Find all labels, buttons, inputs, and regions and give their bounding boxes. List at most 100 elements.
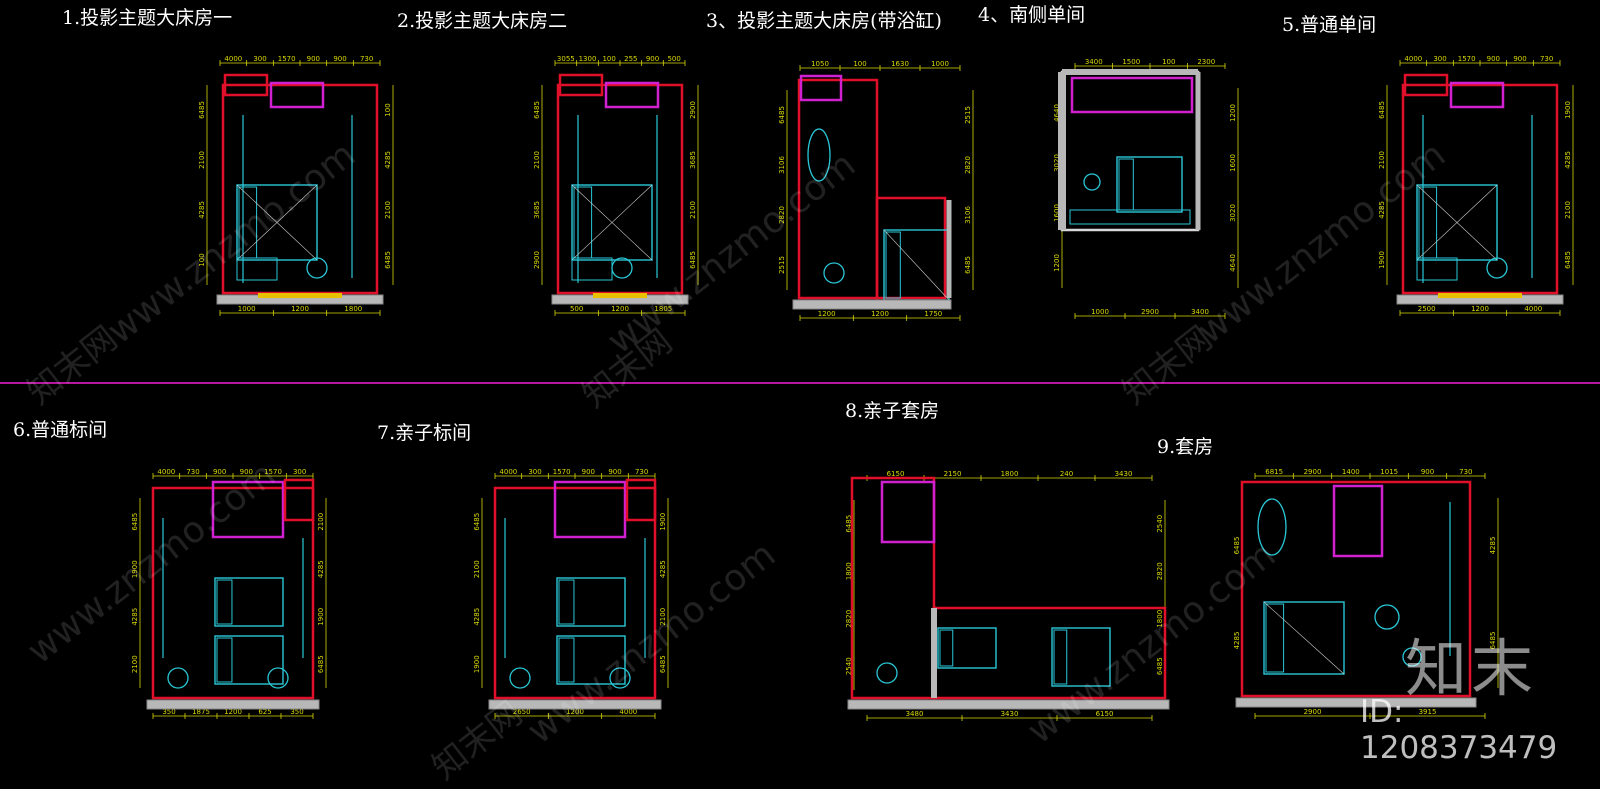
chair [611, 257, 633, 279]
dimension-label: 4000 [224, 55, 242, 63]
wall [625, 478, 657, 522]
dimension-label: 350 [290, 708, 303, 716]
pillow [885, 231, 901, 299]
pillow [558, 579, 575, 625]
plan-line [1263, 601, 1345, 675]
dimension-label: 6485 [384, 251, 392, 269]
dimension-label: 500 [570, 305, 583, 313]
dimension-label: 6485 [1564, 251, 1572, 269]
dimension-label: 2820 [778, 206, 786, 224]
dimension-label: 2100 [131, 655, 139, 673]
wall [553, 480, 627, 539]
dimension-label: 4640 [1229, 254, 1237, 272]
dimension-label: 6485 [1378, 101, 1386, 119]
wall [797, 78, 879, 300]
dimension-label: 3915 [1419, 708, 1437, 716]
dimension-label: 4000 [499, 468, 517, 476]
bed [937, 627, 997, 669]
dimension-label: 1200 [818, 310, 836, 318]
pillow [1118, 158, 1134, 211]
dimension-label: 1200 [566, 708, 584, 716]
title-room-9: 9.套房 [1157, 436, 1214, 458]
wardrobe [1069, 209, 1191, 225]
dimension-label: 3400 [1191, 308, 1209, 316]
dimension-label: 2100 [533, 151, 541, 169]
bed [556, 635, 626, 685]
dimension-label: 1500 [1122, 58, 1140, 66]
dimension-label: 4285 [317, 560, 325, 578]
dimension-label: 2150 [944, 470, 962, 478]
dimension-label: 3685 [689, 151, 697, 169]
dimension-label: 1200 [871, 310, 889, 318]
dimension-label: 2100 [689, 201, 697, 219]
dimension-label: 900 [307, 55, 320, 63]
dimension-label: 4000 [1404, 55, 1422, 63]
dimension-label: 1900 [1378, 251, 1386, 269]
dimension-label: 6485 [533, 101, 541, 119]
dimension-label: 500 [667, 55, 680, 63]
wall [151, 486, 315, 700]
dimension-label: 3106 [778, 156, 786, 174]
wall [875, 196, 947, 300]
dimension-label: 2100 [473, 560, 481, 578]
wall [283, 478, 315, 522]
dimension-label: 900 [646, 55, 659, 63]
dimension-label: 2820 [845, 610, 853, 628]
dimension-label: 900 [213, 468, 226, 476]
chair [876, 662, 898, 684]
dimension-label: 1570 [278, 55, 296, 63]
wall [1070, 76, 1194, 114]
dimension-label: 1200 [1053, 254, 1061, 272]
dimension-label: 1900 [317, 608, 325, 626]
title-room-4: 4、南侧单间 [978, 4, 1086, 26]
dimension-label: 4285 [659, 560, 667, 578]
window-sill [488, 699, 662, 710]
dimension-label: 2540 [845, 657, 853, 675]
dimension-label: 730 [1459, 468, 1472, 476]
chair [1402, 647, 1422, 667]
wall [1403, 73, 1449, 97]
brand-logo: 知末 [1405, 632, 1538, 705]
dimension-label: 4640 [1053, 104, 1061, 122]
window-curtain [593, 293, 647, 298]
dimension-label: 1000 [238, 305, 256, 313]
dimension-label: 4285 [1378, 201, 1386, 219]
window-sill [847, 699, 1170, 710]
wall [1332, 484, 1384, 558]
asset-id: ID: 1208373479 [1360, 694, 1558, 766]
bed [1051, 627, 1111, 687]
dimension-label: 4285 [1233, 632, 1241, 650]
dimension-label: 3020 [1053, 154, 1061, 172]
wall [493, 486, 657, 700]
dimension-label: 4285 [1489, 537, 1497, 555]
dimension-label: 730 [186, 468, 199, 476]
dimension-label: 1400 [1342, 468, 1360, 476]
dimension-label: 730 [635, 468, 648, 476]
chair [167, 667, 189, 689]
chair [306, 257, 328, 279]
pillow [1265, 603, 1285, 673]
wall [211, 480, 285, 539]
dimension-label: 1800 [845, 562, 853, 580]
dimension-label: 730 [1540, 55, 1553, 63]
wall [1240, 480, 1472, 698]
pillow [216, 579, 233, 625]
dimension-label: 4285 [1564, 151, 1572, 169]
pillow [558, 637, 575, 683]
title-room-8: 8.亲子套房 [845, 400, 940, 422]
dimension-label: 6485 [317, 655, 325, 673]
window-sill [792, 299, 952, 310]
dimension-label: 3430 [1001, 710, 1019, 718]
dimension-label: 2820 [1156, 562, 1164, 580]
dimension-label: 2100 [317, 513, 325, 531]
chair [509, 667, 531, 689]
dimension-label: 2515 [778, 256, 786, 274]
dimension-label: 100 [1162, 58, 1175, 66]
dimension-label: 2900 [1304, 468, 1322, 476]
bed [1263, 601, 1345, 675]
dimension-label: 900 [333, 55, 346, 63]
